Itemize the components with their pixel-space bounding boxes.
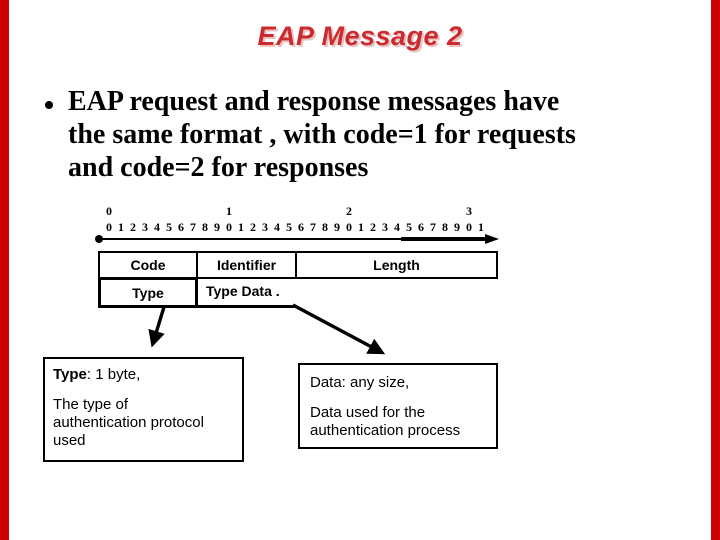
field-cell-identifier: Identifier <box>196 251 297 279</box>
packet-header-row: Code Identifier Length <box>98 251 498 279</box>
bit-digit-label: 6 <box>298 220 304 234</box>
bit-digit-label: 8 <box>202 220 208 234</box>
data-note-body-line: Data used for the <box>310 404 426 421</box>
bit-digit-label: 9 <box>454 220 460 234</box>
bit-digit-label: 2 <box>250 220 256 234</box>
slide-title: EAP Message 2 <box>257 21 463 51</box>
bit-digit-label: 9 <box>334 220 340 234</box>
bullet-line: the same format , with code=1 for reques… <box>68 119 576 150</box>
bit-digit-label: 1 <box>358 220 364 234</box>
bit-tens-label: 0 <box>106 204 112 218</box>
type-note-body-line: authentication protocol <box>53 414 204 431</box>
bit-digit-label: 4 <box>154 220 160 234</box>
bit-digit-label: 0 <box>346 220 352 234</box>
bit-digit-label: 3 <box>262 220 268 234</box>
data-note-body-line: authentication process <box>310 422 461 439</box>
right-red-edge-bar <box>711 0 720 540</box>
field-cell-type-data: Type Data . <box>206 283 280 299</box>
bit-tens-label: 2 <box>346 204 352 218</box>
bit-digit-label: 8 <box>322 220 328 234</box>
type-note-body-line: The type of <box>53 396 129 413</box>
bit-ruler-start-dot <box>95 235 103 243</box>
bit-digit-label: 5 <box>406 220 412 234</box>
bit-digit-label: 6 <box>418 220 424 234</box>
type-note-body-line: used <box>53 432 86 449</box>
bit-tens-label: 3 <box>466 204 472 218</box>
bit-tens-label: 1 <box>226 204 232 218</box>
bullet-paragraph: EAP request and response messages have t… <box>68 85 668 184</box>
left-red-edge-bar <box>0 0 9 540</box>
bit-digit-label: 7 <box>430 220 436 234</box>
bit-ruler-tens-row: 0 1 2 3 <box>103 205 503 218</box>
bit-digit-label: 7 <box>190 220 196 234</box>
type-note-heading-rest: : 1 byte, <box>86 366 141 383</box>
field-cell-code: Code <box>98 251 198 279</box>
bit-digit-label: 5 <box>286 220 292 234</box>
bullet-line: EAP request and response messages have <box>68 86 560 117</box>
type-note-heading: Type: 1 byte, <box>53 366 234 384</box>
bit-digit-label: 0 <box>226 220 232 234</box>
bullet-marker <box>45 101 53 109</box>
bit-digit-label: 0 <box>466 220 472 234</box>
bit-digit-label: 2 <box>130 220 136 234</box>
bit-digit-label: 9 <box>214 220 220 234</box>
bit-digit-label: 1 <box>238 220 244 234</box>
bit-digit-label: 2 <box>370 220 376 234</box>
bit-digit-label: 5 <box>166 220 172 234</box>
type-data-underline <box>198 305 295 308</box>
bit-digit-label: 6 <box>178 220 184 234</box>
arrow-type-to-box <box>148 306 166 348</box>
bit-ruler-line <box>100 238 492 240</box>
bit-digit-label: 0 <box>106 220 112 234</box>
field-cell-length: Length <box>295 251 498 279</box>
bit-digit-label: 4 <box>274 220 280 234</box>
field-cell-type: Type <box>98 277 198 308</box>
bit-digit-label: 3 <box>142 220 148 234</box>
bit-digit-label: 8 <box>442 220 448 234</box>
type-note-heading-label: Type <box>53 366 87 383</box>
bit-digit-label: 3 <box>382 220 388 234</box>
arrow-typedata-to-box <box>292 303 386 355</box>
bit-ruler-arrowhead-icon <box>485 234 499 244</box>
bullet-line: and code=2 for responses <box>68 152 369 183</box>
bit-digit-label: 7 <box>310 220 316 234</box>
bit-digit-label: 1 <box>478 220 484 234</box>
bit-ruler-line-thick-segment <box>401 237 487 241</box>
bit-digit-label: 4 <box>394 220 400 234</box>
data-note-heading: Data: any size, <box>310 374 410 391</box>
bit-digit-label: 1 <box>118 220 124 234</box>
